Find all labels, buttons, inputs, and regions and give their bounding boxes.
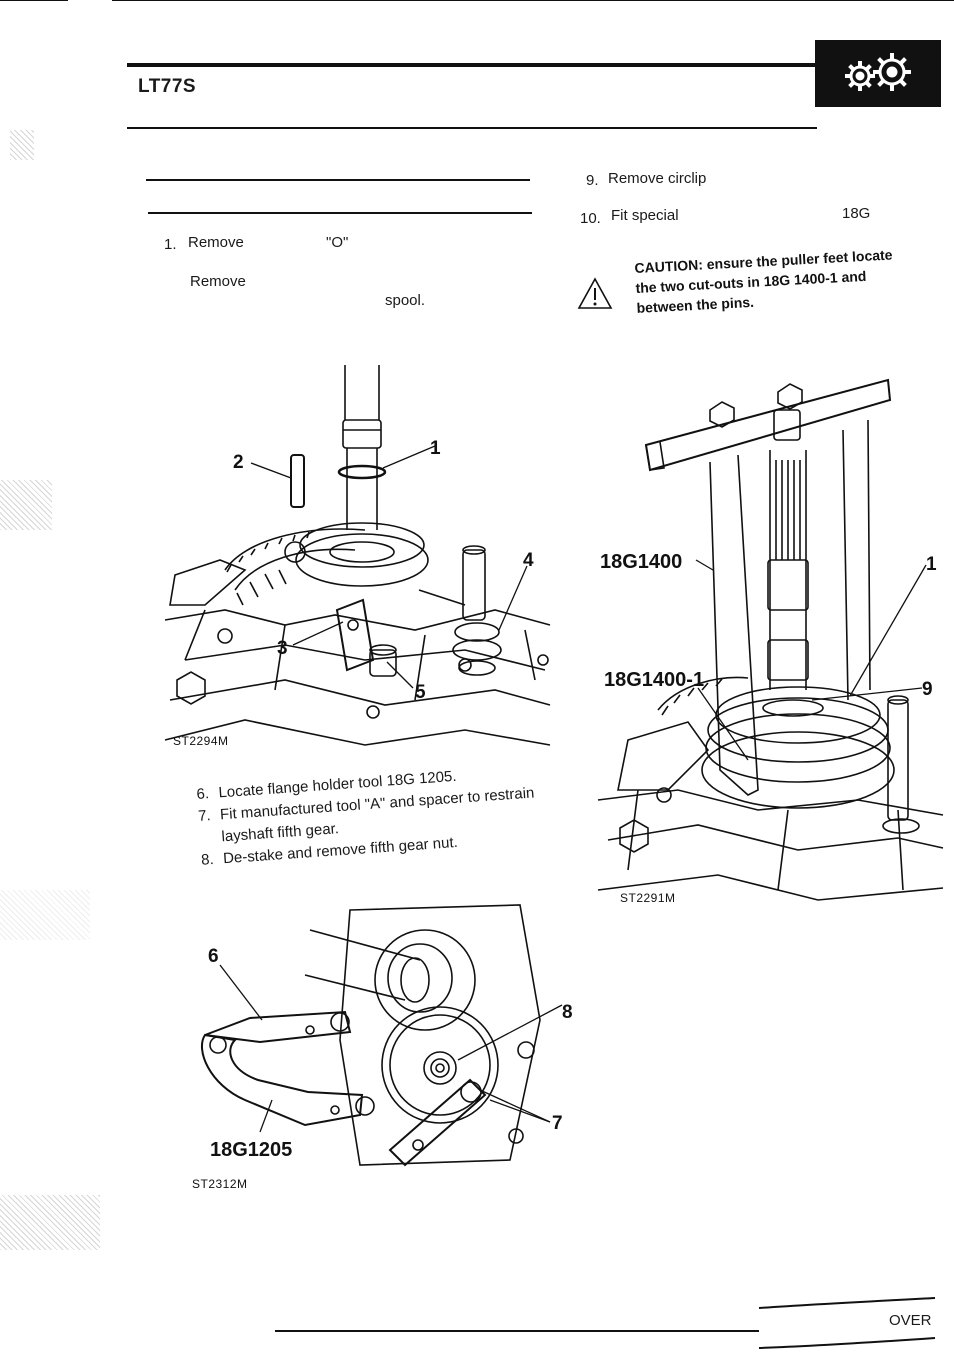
step-9-text: Remove circlip <box>608 170 707 187</box>
top-edge-rule-right <box>112 0 954 1</box>
footer-curve-rules <box>758 1297 936 1349</box>
step-2-text: Remove <box>190 273 246 290</box>
callout-7: 7 <box>552 1113 563 1134</box>
footer-rule <box>275 1330 759 1332</box>
callout-6: 6 <box>208 946 219 967</box>
gears-icon <box>845 53 911 91</box>
tool-label-18g1400: 18G1400 <box>600 551 682 573</box>
step-2-text-2: spool. <box>385 292 426 309</box>
scan-speck <box>10 130 34 160</box>
header-thick-rule <box>127 63 817 67</box>
steps-6-8-block: 6. Locate flange holder tool 18G 1205. 7… <box>196 767 535 874</box>
figure-id-st2294m: ST2294M <box>173 734 229 748</box>
step-1-number: 1. <box>164 236 177 253</box>
section-rule-2 <box>148 212 532 214</box>
figure-st2291m: 18G1400 18G1400-1 1 9 ST2291M <box>597 378 944 905</box>
section-rule-1 <box>146 179 530 181</box>
callout-4: 4 <box>523 550 534 571</box>
callout-1: 1 <box>430 438 441 459</box>
step-10-number: 10. <box>580 210 601 227</box>
page-title: LT77S <box>138 76 197 97</box>
callout-9: 9 <box>922 679 933 700</box>
step-10-text: Fit special <box>611 207 679 224</box>
section-logo-box <box>815 40 941 107</box>
step-7-continued: layshaft fifth gear. <box>221 820 340 846</box>
step-10-text-2: 18G <box>842 205 871 222</box>
step-9-number: 9. <box>586 172 599 189</box>
step-1-text: Remove <box>188 234 244 251</box>
step-1-text-2: "O" <box>326 234 349 251</box>
callout-5: 5 <box>415 682 426 703</box>
figure-st2312m: 6 8 7 18G1205 ST2312M <box>192 904 573 1191</box>
warning-triangle-icon <box>577 277 613 309</box>
gearbox-drawing <box>164 365 551 746</box>
top-edge-rule-left <box>0 0 68 1</box>
callout-3: 3 <box>277 638 288 659</box>
callout-1-right: 1 <box>926 554 937 575</box>
footer-over-label: OVER <box>889 1312 932 1329</box>
step-6: 6. Locate flange holder tool 18G 1205. <box>196 767 458 803</box>
figure-st2294m: 2 1 3 4 5 ST2294M <box>164 365 551 748</box>
scan-speck <box>0 890 90 940</box>
step-7: 7. Fit manufactured tool "A" and spacer … <box>197 784 535 825</box>
scan-speck <box>0 1195 100 1250</box>
scan-speck <box>0 480 52 530</box>
callout-8: 8 <box>562 1002 573 1023</box>
puller-drawing <box>597 378 944 901</box>
callout-2: 2 <box>233 452 244 473</box>
caution-block: CAUTION: ensure the puller feet locate t… <box>634 244 895 317</box>
step-8: 8. De-stake and remove fifth gear nut. <box>200 833 459 869</box>
flange-holder-drawing <box>200 904 541 1167</box>
tool-label-18g1205: 18G1205 <box>210 1139 292 1161</box>
figure-id-st2312m: ST2312M <box>192 1177 248 1191</box>
tool-label-18g1400-1: 18G1400-1 <box>604 669 704 691</box>
figure-id-st2291m: ST2291M <box>620 891 676 905</box>
header-thin-rule <box>127 127 817 129</box>
